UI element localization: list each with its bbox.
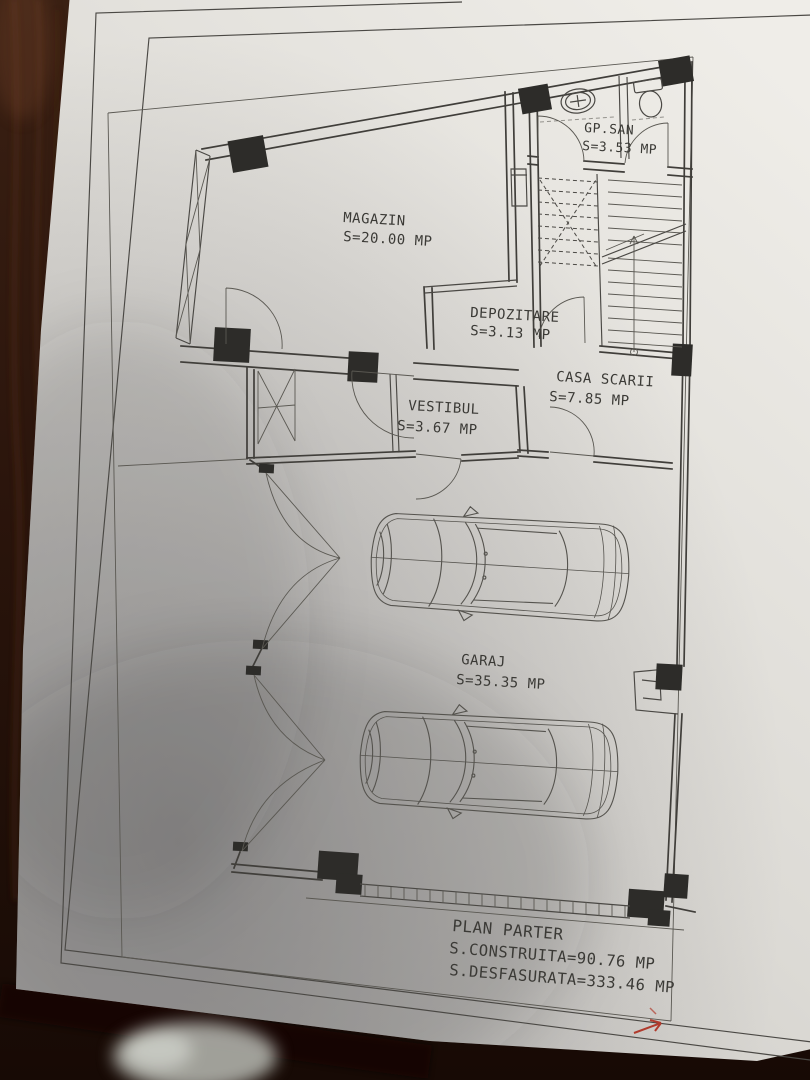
gpsan-door-1	[537, 115, 585, 162]
gpsan-door-2	[624, 122, 669, 166]
garage-wall-niche	[633, 667, 679, 715]
right-wall-lower	[665, 353, 691, 903]
casa-scarii-door	[549, 406, 595, 457]
top-wall	[201, 61, 691, 161]
sink-icon	[560, 88, 596, 114]
sheet-border-frame	[60, 1, 810, 1061]
outer-border-line	[60, 1, 810, 1061]
blurred-table-object	[113, 1022, 277, 1080]
gpsan-partition	[618, 75, 630, 160]
red-pen-mark	[633, 1007, 662, 1034]
toilet-icon	[633, 77, 663, 118]
vestibul-door	[351, 370, 415, 439]
gpsan-bottom-wall	[527, 155, 693, 178]
bathroom-fixtures	[539, 77, 665, 123]
staircase	[537, 177, 687, 356]
garage-threshold-line	[305, 897, 685, 931]
room-label-garaj-name: GARAJ	[461, 652, 506, 670]
garage-double-door-1	[252, 463, 341, 650]
casa-scarii-bottom-wall	[517, 449, 673, 470]
room-label-garaj-area: S=35.35 MP	[456, 672, 546, 693]
structural-columns	[213, 55, 695, 927]
garage-door	[359, 883, 631, 919]
lower-flight-treads	[607, 179, 683, 348]
room-label-gpsan-area: S=3.53 MP	[582, 139, 658, 158]
room-labels: MAGAZIN S=20.00 MP GP.SAN S=3.53 MP DEPO…	[343, 121, 658, 693]
magazin-door	[225, 287, 283, 350]
building-walls	[180, 61, 697, 931]
vestibul-garage-door	[415, 453, 462, 500]
room-label-vestibul-area: S=3.67 MP	[397, 418, 478, 438]
doors	[225, 115, 669, 852]
garage-double-door-2	[232, 665, 326, 852]
room-label-magazin-name: MAGAZIN	[343, 210, 406, 229]
inner-border-line	[64, 14, 810, 1043]
room-label-casa-scarii-name: CASA SCARII	[556, 369, 655, 390]
magazin-bottom-wall	[180, 345, 519, 387]
duct-shaft	[510, 168, 528, 207]
upper-flight-dashed	[537, 177, 599, 267]
room-label-gpsan-name: GP.SAN	[584, 121, 635, 139]
shop-window	[175, 149, 211, 345]
depozitare-door	[538, 296, 586, 344]
stair-break-line	[601, 223, 687, 265]
room-label-magazin-area: S=20.00 MP	[343, 229, 433, 250]
site-boundary	[107, 56, 694, 1022]
room-label-vestibul-name: VESTIBUL	[408, 398, 480, 418]
garage-north-wall	[246, 450, 519, 465]
stair-walk-line	[629, 235, 639, 352]
room-label-casa-scarii-area: S=7.85 MP	[549, 389, 630, 409]
room-label-depozitare-name: DEPOZITARE	[470, 305, 560, 326]
right-wall-upper	[682, 61, 693, 351]
room-label-depozitare-area: S=3.13 MP	[470, 323, 551, 343]
entrance-steps	[257, 368, 296, 445]
magazin-right-wall	[504, 91, 518, 283]
